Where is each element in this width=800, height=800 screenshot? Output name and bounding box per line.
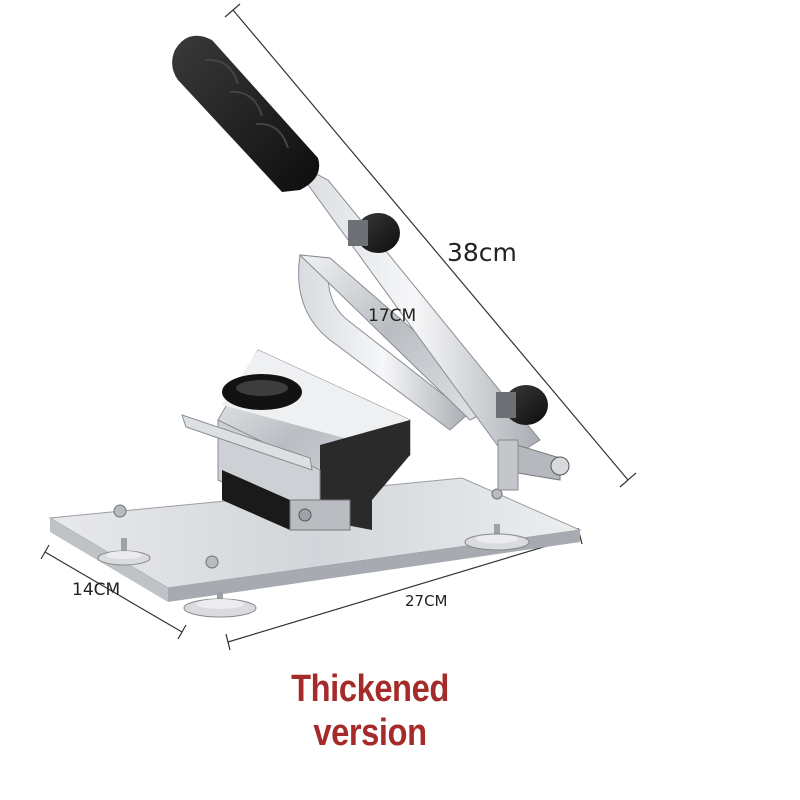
plate-screws: [113, 488, 503, 569]
blade-width-label: 17CM: [368, 306, 417, 326]
pivot-bolt: [550, 456, 570, 476]
length-dimension-line: [227, 535, 581, 643]
caption-line-1: Thickened: [291, 668, 449, 710]
foot-back-right: [464, 524, 530, 551]
height-dimension-line: [232, 9, 629, 481]
caption-line-2: version: [313, 712, 427, 754]
foot-front-left: [97, 538, 151, 566]
foot-front-right: [183, 592, 257, 618]
rubber-feet: [97, 524, 530, 618]
handle-grip: [172, 35, 320, 192]
depth-dimension-line: [44, 551, 183, 633]
arm-knobs: [348, 213, 548, 425]
depth-label: 14CM: [72, 580, 121, 600]
height-label: 38cm: [447, 238, 517, 267]
meat-holder-box: [181, 349, 411, 531]
length-label: 27CM: [405, 592, 448, 610]
dimension-lines: [40, 3, 637, 651]
